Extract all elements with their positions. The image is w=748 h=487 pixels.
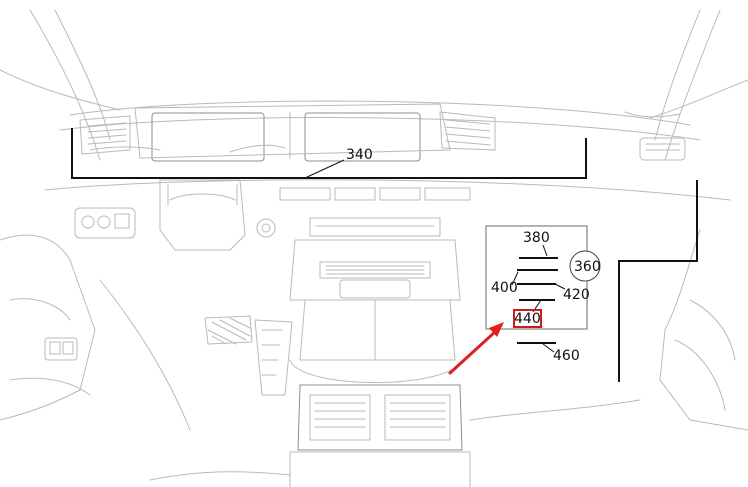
- leader-420: [554, 283, 566, 290]
- leader-380: [542, 244, 548, 257]
- dashboard-bracket-line: [71, 128, 587, 179]
- label-380: 380: [523, 230, 550, 246]
- label-340: 340: [346, 147, 373, 163]
- callout-circle-360: [569, 250, 601, 282]
- vehicle-interior-sketch: [0, 9, 748, 487]
- dashboard-bracket: 340: [71, 128, 587, 179]
- label-440: 440: [514, 311, 541, 327]
- leader-400: [511, 271, 519, 286]
- highlight-box-440: [513, 309, 542, 328]
- dashboard-leader: [304, 159, 345, 179]
- label-460: 460: [553, 348, 580, 364]
- label-360: 360: [574, 259, 601, 275]
- module-inset: 380 360 400 420 440: [485, 225, 601, 330]
- pointer-arrow: [448, 322, 504, 375]
- label-420: 420: [563, 287, 590, 303]
- inset-frame: [485, 225, 588, 330]
- right-bracket: [618, 180, 698, 382]
- leader-460: [542, 343, 555, 353]
- label-400: 400: [491, 280, 518, 296]
